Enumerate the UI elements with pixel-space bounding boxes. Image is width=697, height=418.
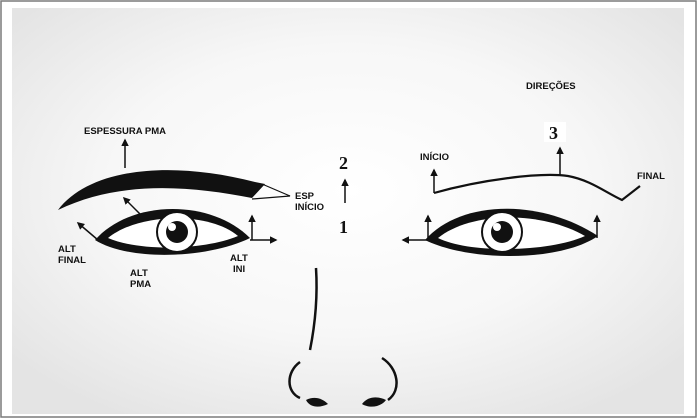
label-alt-pma-line2: PMA	[130, 279, 151, 290]
number-3: 3	[549, 123, 558, 143]
number-2: 2	[339, 153, 348, 173]
label-alt-ini-line2: INI	[233, 264, 245, 275]
label-alt-ini-line1: ALT	[230, 253, 248, 264]
label-espessura-pma: ESPESSURA PMA	[84, 126, 166, 137]
label-alt-final-line1: ALT	[58, 244, 76, 255]
label-direcoes: DIREÇÕES	[526, 81, 576, 92]
label-alt-final-line2: FINAL	[58, 255, 86, 266]
number-1: 1	[339, 217, 348, 237]
label-alt-pma-line1: ALT	[130, 268, 148, 279]
label-esp: ESP	[295, 191, 315, 202]
label-inicio-left: INÍCIO	[295, 202, 324, 213]
face-background	[12, 8, 684, 414]
label-inicio-right: INÍCIO	[420, 152, 449, 163]
label-final-right: FINAL	[637, 171, 665, 182]
